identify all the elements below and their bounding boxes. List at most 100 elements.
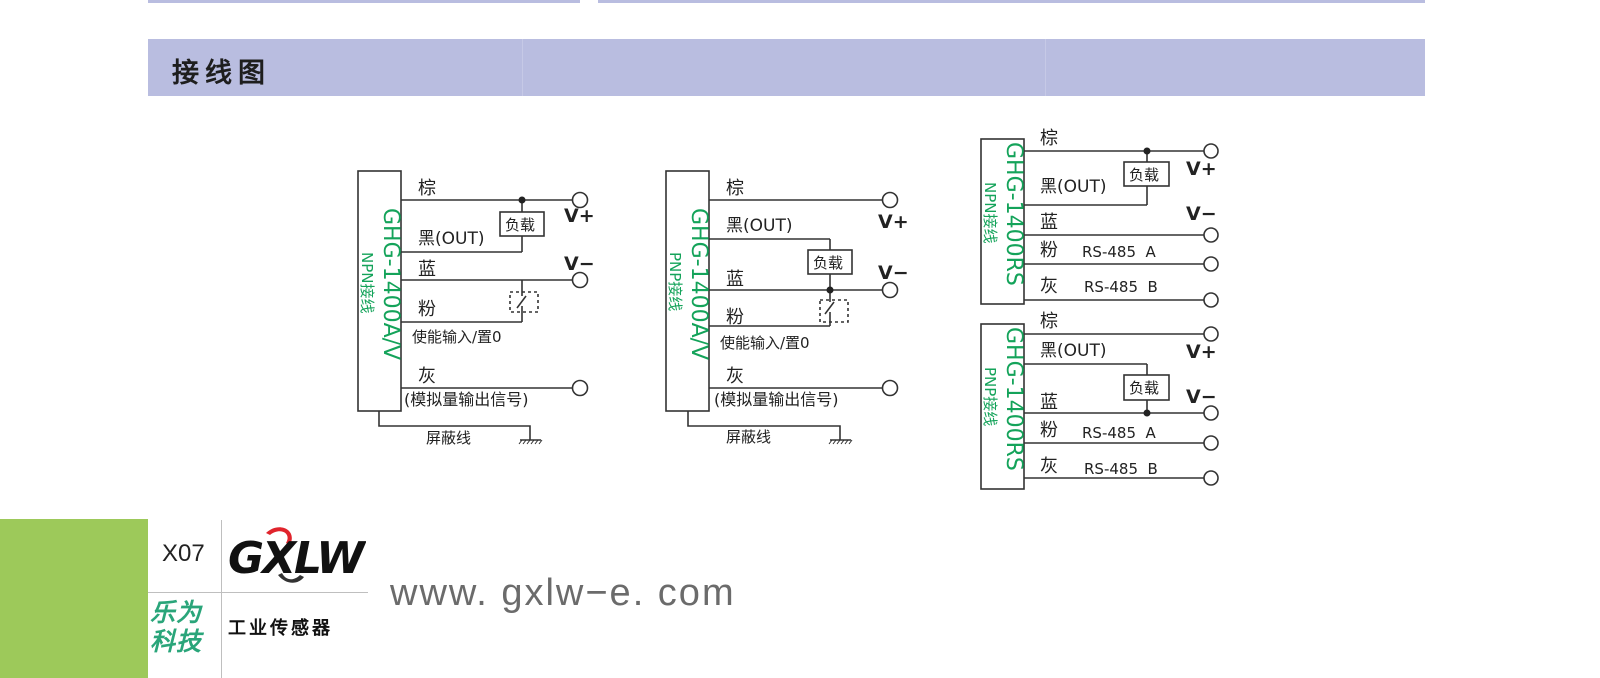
- terminal-rs485-a: [1203, 256, 1219, 272]
- label-analog: (模拟量输出信号): [714, 390, 839, 409]
- label-pink: 粉: [1040, 240, 1058, 261]
- load-label: 负载: [1129, 166, 1159, 184]
- terminal-rs485-b: [1203, 292, 1219, 308]
- terminal-vminus: [1203, 405, 1219, 421]
- terminal-vplus: [1203, 326, 1219, 342]
- terminal-vplus: [1203, 143, 1219, 159]
- load-box: [1123, 374, 1170, 401]
- shield-wire: [687, 411, 841, 440]
- label-gray: 灰: [1040, 276, 1058, 297]
- label-vplus: V+: [1186, 158, 1217, 180]
- terminal-analog: [571, 379, 589, 397]
- label-brown: 棕: [1040, 128, 1058, 149]
- label-vminus: V−: [564, 253, 595, 275]
- sensor-body: [980, 138, 1025, 305]
- footer-divider-horizontal: [148, 592, 368, 593]
- brand-name-cn: 乐为 科技: [150, 598, 220, 656]
- switch-dashed-box: [819, 299, 849, 323]
- header-divider: [1045, 39, 1046, 96]
- model-name: GHG-1400A/V: [686, 208, 711, 360]
- load-box: [1123, 161, 1170, 187]
- load-box: [499, 211, 545, 237]
- label-vminus: V−: [1186, 203, 1217, 225]
- load-label: 负载: [813, 254, 843, 272]
- label-gray: 灰: [1040, 456, 1058, 477]
- switch-dashed-box: [509, 291, 539, 313]
- label-pink: 粉: [1040, 420, 1058, 441]
- label-rs485-b: RS-485 B: [1084, 278, 1158, 296]
- label-blue: 蓝: [1040, 392, 1058, 413]
- label-brown: 棕: [418, 178, 436, 199]
- label-brown: 棕: [1040, 311, 1058, 332]
- website-url: www. gxlw−e. com: [390, 572, 736, 614]
- switch-contact: [516, 295, 527, 309]
- model-name: GHG-1400A/V: [378, 208, 403, 360]
- junction-dot: [826, 286, 834, 294]
- terminal-rs485-b: [1203, 470, 1219, 486]
- logo-swoosh-icon: [266, 527, 292, 545]
- brand-cn-line2: 科技: [150, 627, 203, 656]
- switch-contact: [824, 301, 835, 315]
- label-gray: 灰: [418, 366, 436, 387]
- terminal-rs485-a: [1203, 435, 1219, 451]
- wiring-type: NPN接线: [358, 252, 376, 314]
- terminal-vminus: [881, 281, 899, 299]
- label-rs485-a: RS-485 A: [1082, 243, 1157, 261]
- label-brown: 棕: [726, 178, 744, 199]
- label-enable: 使能输入/置0: [720, 334, 810, 352]
- section-header: 接线图: [148, 39, 1425, 96]
- terminal-analog: [881, 379, 899, 397]
- label-vminus: V−: [878, 262, 909, 284]
- label-pink: 粉: [726, 307, 744, 328]
- label-black: 黑(OUT): [418, 229, 484, 249]
- wiring-type: PNP接线: [981, 367, 999, 426]
- label-rs485-a: RS-485 A: [1082, 424, 1157, 442]
- label-gray: 灰: [726, 366, 744, 387]
- label-black: 黑(OUT): [1040, 341, 1106, 361]
- label-rs485-b: RS-485 B: [1084, 460, 1158, 478]
- wiring-diagram-npn-av: 棕 黑(OUT) 蓝 粉 使能输入/置0 灰 (模拟量输出信号) 屏蔽线 负载 …: [357, 170, 595, 447]
- tagline: 工业传感器: [228, 618, 333, 639]
- sensor-body: [980, 323, 1025, 490]
- load-box: [807, 249, 853, 275]
- wiring-type: PNP接线: [666, 252, 684, 311]
- label-blue: 蓝: [726, 269, 744, 290]
- label-enable: 使能输入/置0: [412, 328, 502, 346]
- shield-wire: [378, 411, 531, 440]
- label-vplus: V+: [564, 205, 595, 227]
- label-analog: (模拟量输出信号): [404, 390, 529, 409]
- label-shield: 屏蔽线: [726, 428, 771, 446]
- label-pink: 粉: [418, 299, 436, 320]
- wiring-type: NPN接线: [981, 182, 999, 244]
- footer-divider-vertical: [221, 520, 222, 678]
- wiring-diagram-npn-rs: 棕 黑(OUT) 蓝 粉 灰 RS-485 A RS-485 B 负载 V+ V…: [980, 128, 1219, 308]
- junction-dot: [518, 196, 526, 204]
- logo-text: GXLW: [228, 533, 366, 584]
- label-vplus: V+: [1186, 341, 1217, 363]
- wiring-diagram-pnp-av: 棕 黑(OUT) 蓝 粉 使能输入/置0 灰 (模拟量输出信号) 屏蔽线 负载 …: [665, 170, 909, 446]
- label-shield: 屏蔽线: [426, 429, 471, 447]
- gxlw-logo: GXLW: [228, 527, 366, 584]
- label-blue: 蓝: [418, 259, 436, 280]
- label-vminus: V−: [1186, 386, 1217, 408]
- section-title: 接线图: [172, 58, 271, 89]
- label-vplus: V+: [878, 211, 909, 233]
- footer-green-block: [0, 519, 148, 678]
- terminal-vplus: [571, 191, 589, 209]
- page-number: X07: [162, 540, 205, 567]
- terminal-vminus: [1203, 227, 1219, 243]
- brand-cn-line1: 乐为: [150, 598, 203, 627]
- label-black: 黑(OUT): [726, 216, 792, 236]
- terminal-vminus: [571, 271, 589, 289]
- junction-dot: [1143, 147, 1151, 155]
- model-name: GHG-1400RS: [1001, 142, 1026, 286]
- label-black: 黑(OUT): [1040, 177, 1106, 197]
- junction-dot: [1143, 409, 1151, 417]
- model-name: GHG-1400RS: [1001, 327, 1026, 471]
- label-blue: 蓝: [1040, 212, 1058, 233]
- top-rule-left: [148, 0, 580, 3]
- terminal-vplus: [881, 191, 899, 209]
- top-rule-right: [598, 0, 1425, 3]
- wiring-diagram-pnp-rs: 棕 黑(OUT) 蓝 粉 灰 RS-485 A RS-485 B 负载 V+ V…: [980, 311, 1219, 490]
- load-label: 负载: [1129, 379, 1159, 397]
